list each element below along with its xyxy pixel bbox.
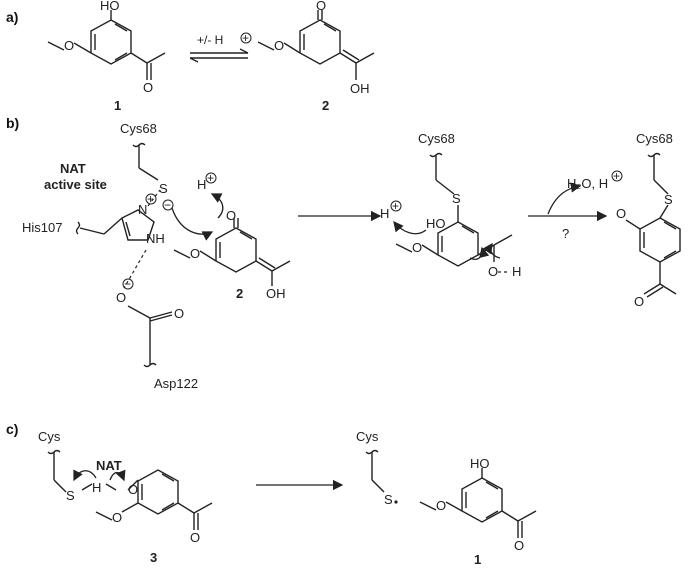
asp122-chain [127,305,173,368]
c2a-o-label: O [316,0,326,13]
equilibrium-label: +/- H [197,33,223,47]
question-mark: ? [562,226,569,241]
product-ketone-label: O [634,294,644,309]
oh-arrow [482,242,501,259]
radical-s-label: S [384,492,393,507]
c3-h-label: H [92,480,101,495]
proton-charge-circle-b1 [205,172,217,184]
his-plus: + [147,192,154,206]
thiolate-charge-circle [162,199,174,211]
residue-cys68-b2: Cys68 [418,131,455,146]
residue-cys-c2: Cys [356,429,379,444]
compound-2-label-b: 2 [236,286,243,301]
water-plus: + [613,169,620,183]
panel-c-label: c) [6,421,18,437]
residue-his107: His107 [22,220,62,235]
c3-arrow-1 [73,469,97,482]
compound-1-structure [47,10,166,80]
residue-cys68-b1: Cys68 [120,121,157,136]
product-structure [625,152,681,298]
intermediate-h-label: H [512,264,521,279]
protonation-arrow [210,193,224,219]
c2b-ome-label: O [190,246,200,261]
cys68-chain-b1 [132,142,159,181]
his107-imidazole [75,209,155,241]
water-release-arrow [547,182,582,215]
water-charge-circle [611,170,623,182]
compound-1-label-c: 1 [474,552,481,567]
c3-s-label: S [66,488,75,503]
c3-ketone-label: O [190,530,200,545]
c3-o-label: O [128,482,138,497]
elimination-arrow [393,220,427,235]
c1c-ketone-label: O [514,538,524,553]
thiolate-minus: − [164,198,171,212]
proton-plus-b1: + [207,171,214,185]
proton-label-b2: H [380,206,389,221]
compound-2-label-a: 2 [322,98,329,113]
panel-a-label: a) [6,9,18,25]
intermediate-s-label: S [452,191,461,206]
residue-cys-c1: Cys [38,429,61,444]
c2a-ome-label: O [274,38,284,53]
eq-charge-circle [240,32,252,44]
residue-cys68-b3: Cys68 [636,131,673,146]
active-site-label: active site [44,177,107,192]
thiolate-s-label: S [159,181,168,196]
compound-2-structure-b [173,218,291,286]
panel-b-label: b) [6,115,19,131]
intermediate-ho-label: HO [426,216,446,231]
radical-dot [394,500,398,504]
intermediate-o-label: O [488,264,498,279]
nat-label: NAT [60,161,86,176]
his-nh-label: NH [146,231,165,246]
product-s-label: S [664,192,673,207]
proton-label-b1: H [197,177,206,192]
c1c-ome-label: O [436,498,446,513]
proton-charge-circle-b2 [390,200,402,212]
c1-ome-label: O [64,38,74,53]
asp-o-minus-label: O [116,290,126,305]
c2a-oh-label: OH [350,81,370,96]
c1-ho-label: HO [100,0,120,13]
proton-plus-b2: + [392,199,399,213]
his-charge-circle [145,193,157,205]
c1-ketone-label: O [143,80,153,95]
ring-arrow [469,246,490,260]
water-label: H₂O, H [567,176,608,191]
asp-minus: − [124,277,131,291]
compound-1-label: 1 [114,98,121,113]
compound-1-structure-c [419,468,537,538]
c2b-oh-label: OH [266,286,286,301]
hbond-his-asp [123,249,147,289]
residue-asp122: Asp122 [154,376,198,391]
nat-label-c: NAT [96,458,122,473]
compound-2-structure-a [257,10,375,80]
intermediate-ome-label: O [412,240,422,255]
cys-radical-structure [365,449,385,493]
asp-co-label: O [174,306,184,321]
asp-charge-circle [122,278,134,290]
compound-3-structure [47,449,213,530]
his-nh-plus-label: N [138,202,147,217]
equilibrium-arrow [189,48,249,63]
c1c-ho-label: HO [470,456,490,471]
compound-3-label: 3 [150,550,157,565]
c3-arrow-2 [109,469,126,482]
product-ome-label: O [616,206,626,221]
c3-ome-label: O [112,510,122,525]
eq-charge-plus: + [242,31,249,45]
c2b-o-label: O [226,208,236,223]
attack-arrow [171,207,214,241]
